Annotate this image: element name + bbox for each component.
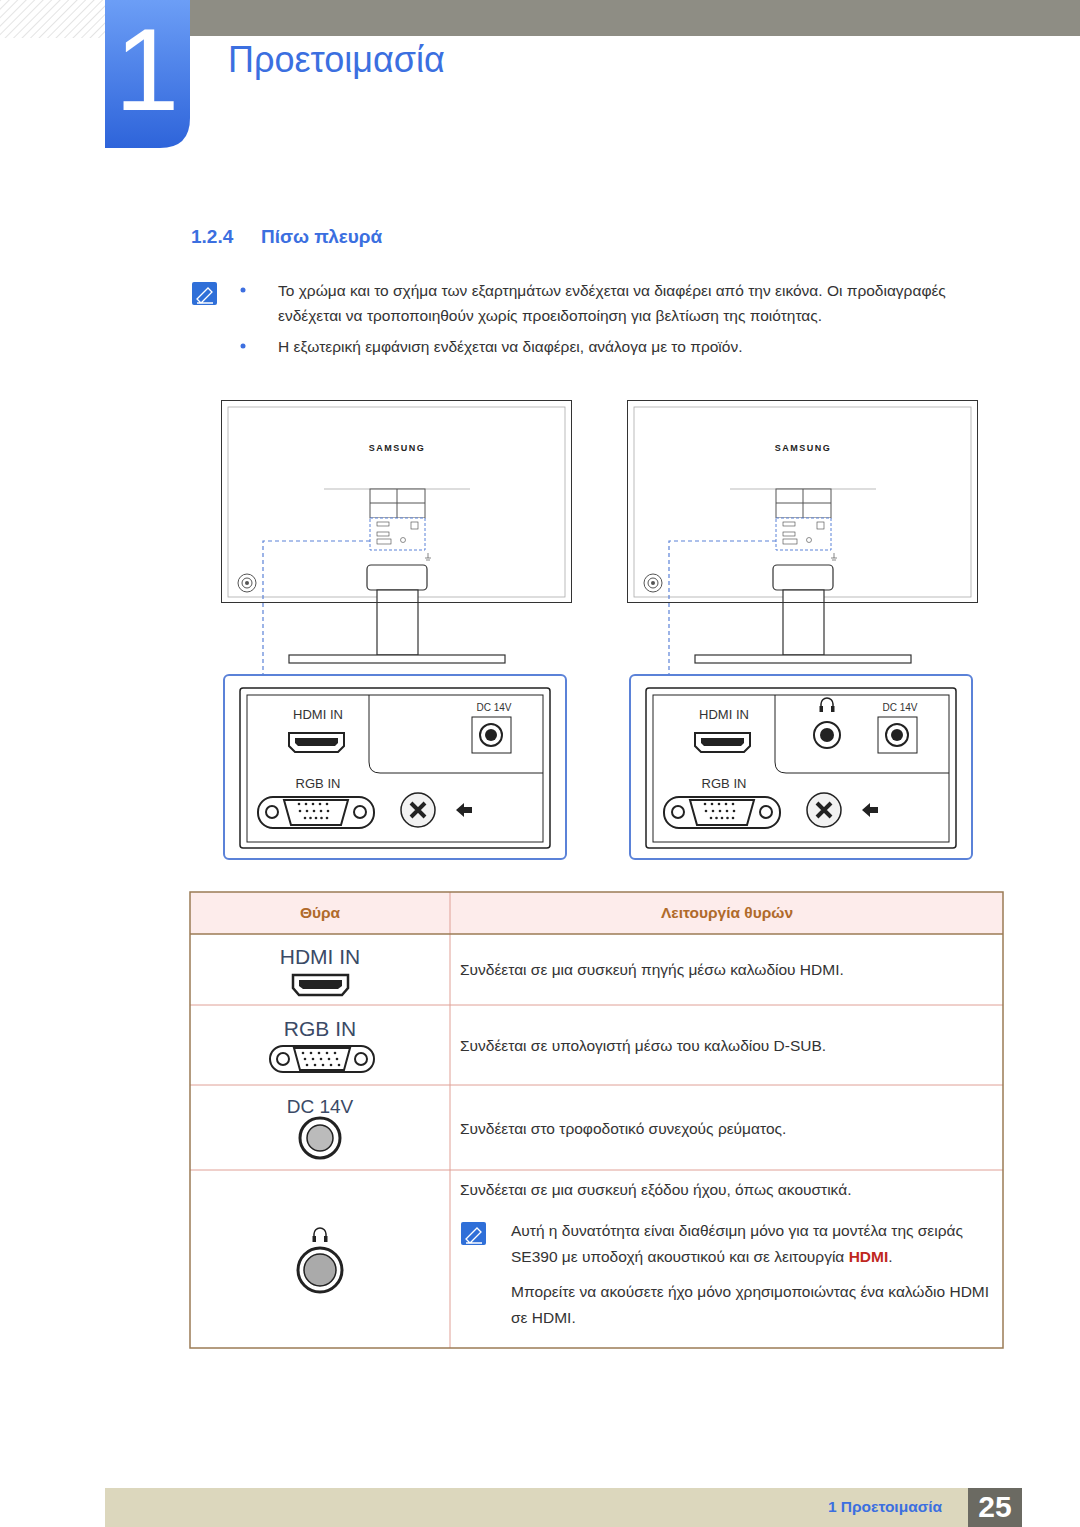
table-cell: Συνδέεται στο τροφοδοτικό συνεχούς ρεύμα… [460, 1117, 995, 1142]
table-header: Θύρα [200, 901, 440, 926]
note-text: Η εξωτερική εμφάνιση ενδέχεται να διαφέρ… [278, 335, 1013, 360]
brand-logo: SAMSUNG [743, 443, 863, 454]
chapter-number: 1 [107, 12, 187, 128]
port-label: DC 14V [870, 702, 930, 714]
table-cell: Συνδέεται σε υπολογιστή μέσω του καλωδίο… [460, 1034, 995, 1059]
port-label: RGB IN [273, 776, 363, 792]
table-note: Αυτή η δυνατότητα είναι διαθέσιμη μόνο γ… [511, 1218, 998, 1269]
table-cell: Συνδέεται σε μια συσκευή εξόδου ήχου, όπ… [460, 1178, 995, 1203]
table-note: Μπορείτε να ακούσετε ήχο μόνο χρησιμοποι… [511, 1279, 998, 1330]
section-number: 1.2.4 [191, 222, 251, 252]
footer-chapter: 1 Προετοιμασία [805, 1495, 965, 1520]
port-label: RGB IN [679, 776, 769, 792]
note-text: . [888, 1248, 892, 1265]
table-cell: Συνδέεται σε μια συσκευή πηγής μέσω καλω… [460, 958, 995, 983]
table-header: Λειτουργία θυρών [467, 901, 987, 926]
port-label: HDMI IN [679, 707, 769, 723]
highlight-word: HDMI [849, 1248, 889, 1265]
section-title: Πίσω πλευρά [261, 222, 461, 252]
dashed-leader [668, 603, 669, 674]
port-name: RGB IN [200, 1012, 440, 1046]
monitor-back: SAMSUNG [221, 400, 572, 603]
chapter-title: Προετοιμασία [228, 38, 445, 81]
page-number: 25 [968, 1490, 1022, 1523]
port-name: HDMI IN [200, 940, 440, 974]
port-label: HDMI IN [273, 707, 363, 723]
monitor-back: SAMSUNG [627, 400, 978, 603]
port-label: DC 14V [464, 702, 524, 714]
dashed-leader [262, 603, 263, 674]
brand-logo: SAMSUNG [337, 443, 457, 454]
note-text: Αυτή η δυνατότητα είναι διαθέσιμη μόνο γ… [511, 1222, 963, 1265]
port-name: DC 14V [200, 1092, 440, 1122]
note-text: Το χρώμα και το σχήμα των εξαρτημάτων εν… [278, 279, 1013, 329]
port-panel: HDMI IN DC 14V RGB IN [223, 674, 567, 860]
port-panel: HDMI IN DC 14V RGB IN [629, 674, 973, 860]
